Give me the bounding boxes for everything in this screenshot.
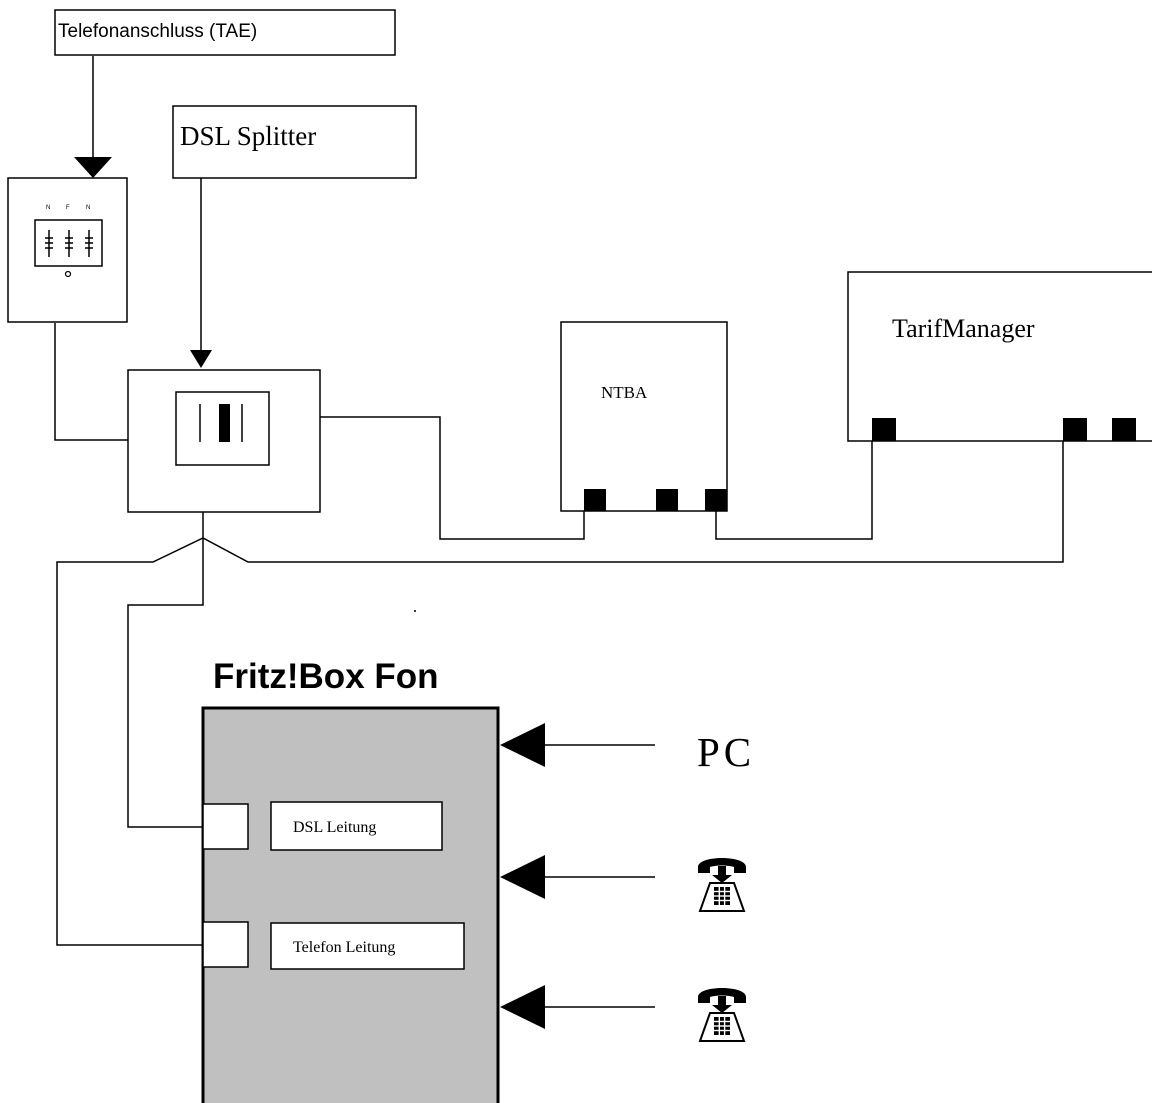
arrow-tae-head <box>74 157 112 178</box>
tarifmanager-label: TarifManager <box>892 314 1035 343</box>
tae-screw <box>64 270 72 278</box>
splitter-device <box>127 369 321 513</box>
wire-tarif-to-phone-port <box>56 430 1064 946</box>
ntba-port-3 <box>705 489 727 511</box>
wire-tae-to-splitter <box>54 323 128 441</box>
pc-label: PC <box>697 729 755 775</box>
wire-ntba-to-tarif <box>715 430 873 540</box>
dsl-port-label-box <box>270 801 443 851</box>
ntba-label: NTBA <box>601 383 648 402</box>
tarif-port-3 <box>1112 418 1136 441</box>
telephone-icon <box>697 987 747 1042</box>
phone-port-label: Telefon Leitung <box>293 939 395 956</box>
tae-socket: N F N <box>7 177 128 323</box>
arrow-phone1-head <box>500 855 545 899</box>
wire-splitter-to-dsl-port <box>127 512 204 828</box>
ntba-port-1 <box>584 489 606 511</box>
wire-splitter-to-ntba <box>230 416 585 540</box>
telephone-icon <box>697 857 747 912</box>
arrow-phone2-head <box>500 985 545 1029</box>
fritzbox-title: Fritz!Box Fon <box>213 657 439 696</box>
ntba-port-2 <box>656 489 678 511</box>
dsl-port-label: DSL Leitung <box>293 819 376 836</box>
phone-port-label-box <box>270 922 465 970</box>
ntba-device: NTBA <box>560 321 728 512</box>
tarif-port-2 <box>1063 418 1087 441</box>
tarifmanager-device: TarifManager <box>847 271 1152 442</box>
splitter-label-box: DSL Splitter <box>172 105 417 179</box>
stray-dot <box>414 610 416 612</box>
phone-port <box>202 921 249 968</box>
dsl-port <box>202 803 249 850</box>
arrow-splitter-head <box>190 350 212 368</box>
tae-pin-1: N <box>46 205 50 211</box>
tae-pin-3: N <box>86 205 90 211</box>
tae-pin-2: F <box>66 205 70 211</box>
splitter-label: DSL Splitter <box>180 121 316 151</box>
tarif-port-1 <box>872 418 896 441</box>
connection-lines <box>54 56 1064 1008</box>
tae-label: Telefonanschluss (TAE) <box>58 21 257 42</box>
tae-label-box: Telefonanschluss (TAE) <box>54 9 396 56</box>
fritzbox-device: DSL Leitung Telefon Leitung <box>201 706 500 1103</box>
arrow-pc-head <box>500 723 545 767</box>
splitter-plug <box>219 404 230 442</box>
